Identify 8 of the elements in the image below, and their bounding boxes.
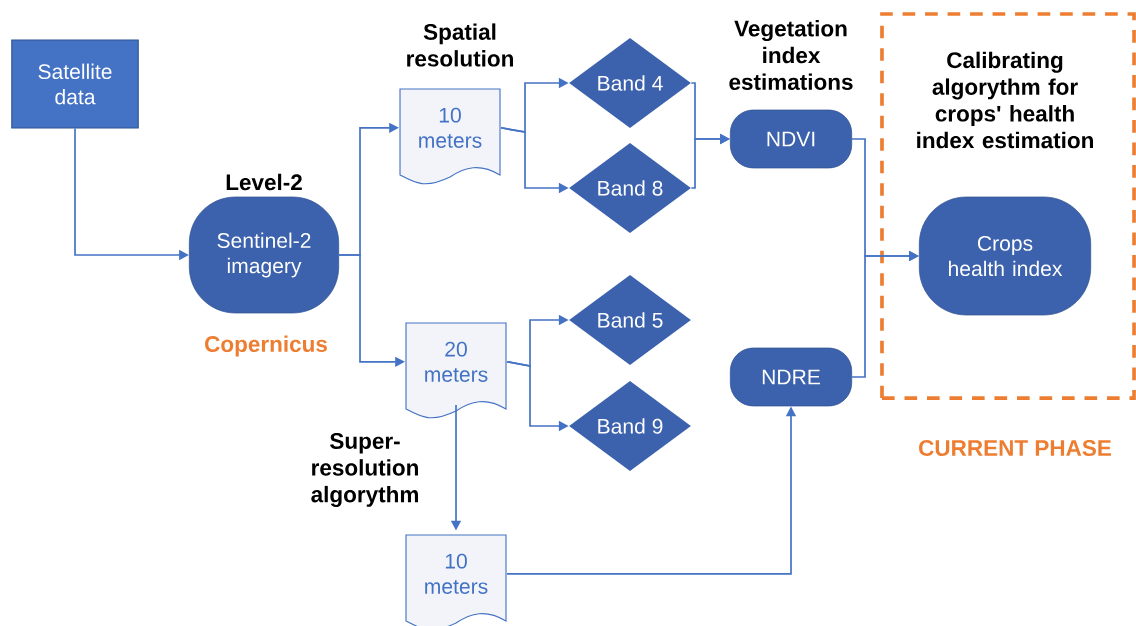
node-label: Copernicus xyxy=(205,335,327,357)
heading: Super-resolution algorythm xyxy=(311,433,418,507)
node-label: Level-2 xyxy=(226,173,302,191)
process-box: Satellite data xyxy=(11,39,139,129)
heading: Spatial resolution xyxy=(407,23,513,67)
node-label: CURRENT PHASE xyxy=(919,440,1111,456)
heading: Vegetation index estimations xyxy=(729,20,853,90)
heading: Calibrating algorythm for crops' health index estimation xyxy=(917,51,1093,149)
